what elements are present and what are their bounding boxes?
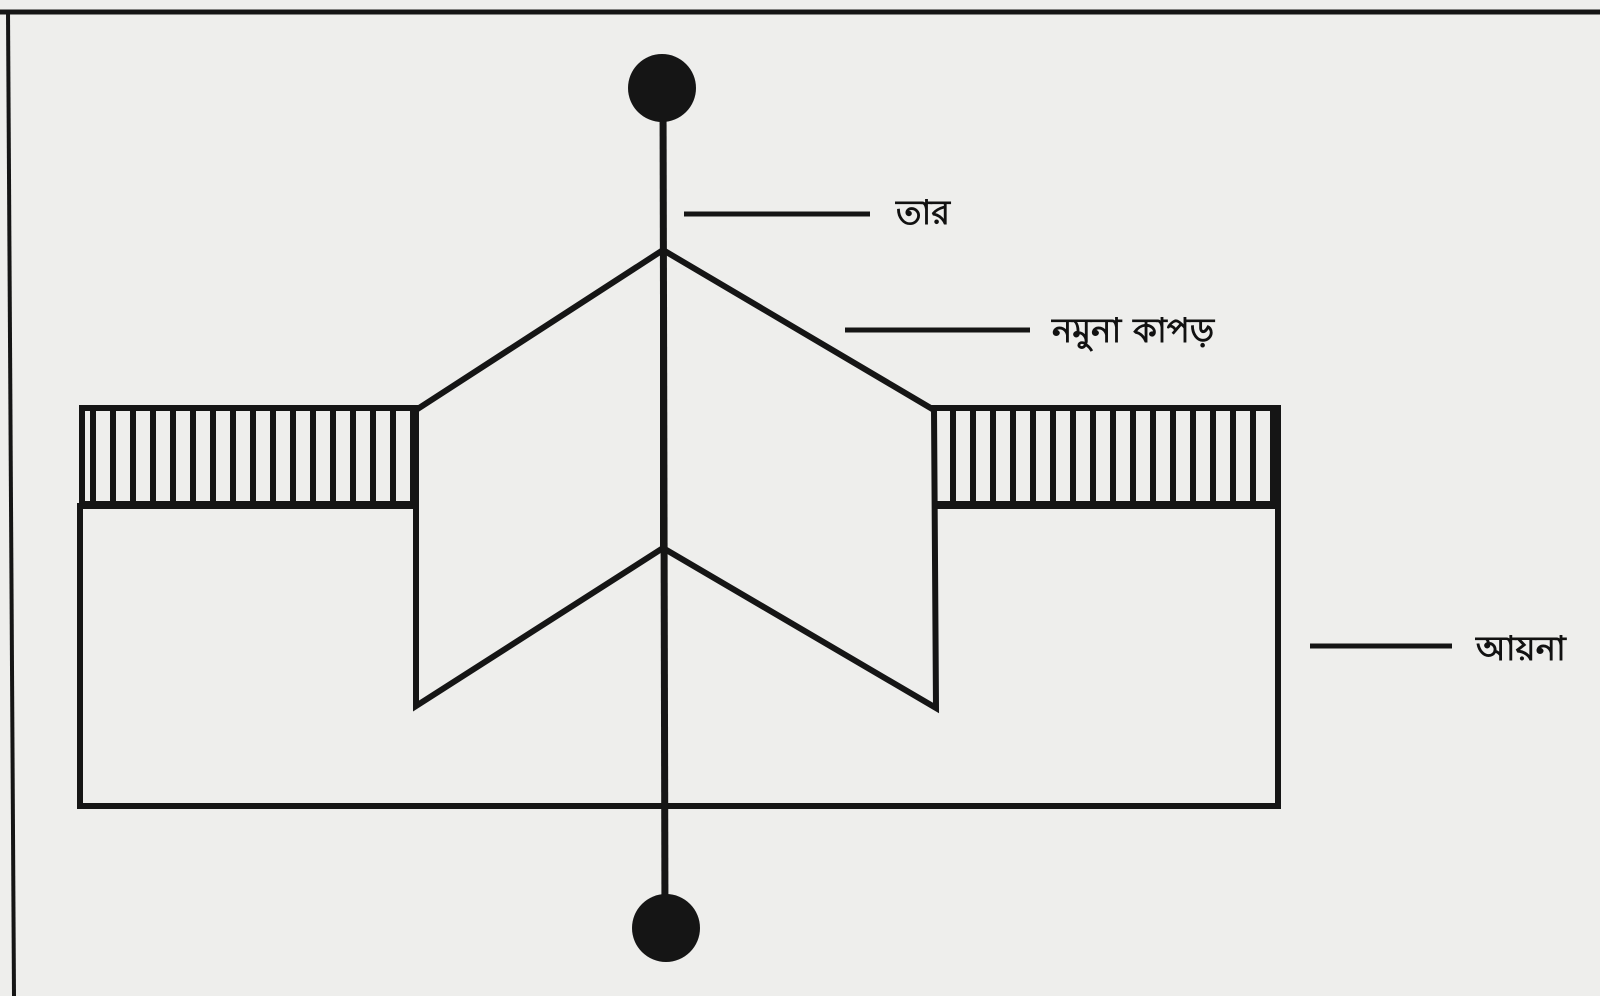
mirror-label: আয়না (1475, 629, 1567, 669)
right-hatched-strip (931, 405, 1281, 507)
left-border-line (6, 11, 16, 996)
top-terminal (628, 54, 696, 122)
wire-label: তার (895, 193, 951, 233)
right-cloth-panel (660, 244, 940, 714)
left-hatched-strip (79, 405, 419, 507)
sample-cloth-label: নমুনা কাপড় (1051, 311, 1216, 352)
wire (659, 89, 669, 931)
bottom-terminal (632, 894, 700, 962)
left-cloth-panel (413, 244, 666, 712)
